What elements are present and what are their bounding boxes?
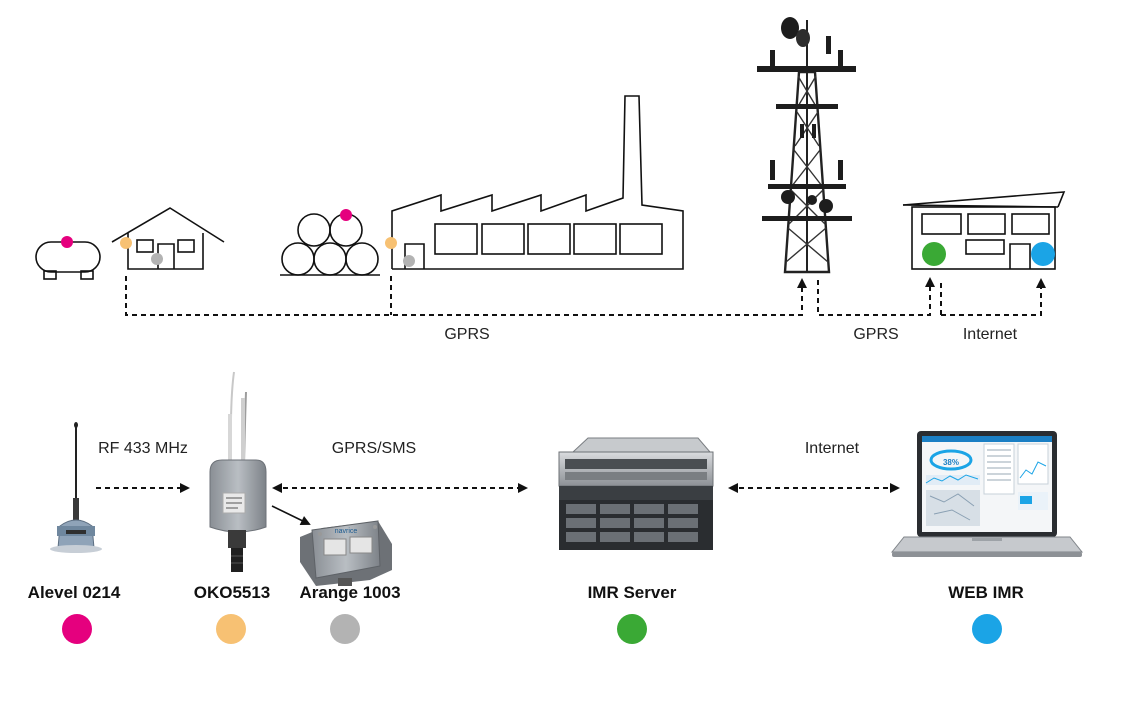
gprs-network-lines [125, 276, 1046, 316]
tank-stack-icon [280, 213, 380, 276]
gprs-label-main: GPRS [444, 326, 489, 343]
laptop-screen-percent: 38% [943, 458, 959, 467]
legend-dot-imr-server [617, 614, 647, 644]
legend-dot-oko [216, 614, 246, 644]
alevel-sensor-image [50, 422, 102, 553]
alevel-marker-stack [340, 209, 352, 221]
oko-marker-house [120, 237, 132, 249]
web-imr-marker [1031, 242, 1055, 266]
cell-tower-icon [757, 17, 856, 274]
web-imr-laptop-image: 38% [890, 431, 1084, 557]
legend-dot-web-imr [972, 614, 1002, 644]
device-name-imr-server: IMR Server [588, 583, 677, 602]
imr-server-marker [922, 242, 946, 266]
oko-to-arange-arrow [271, 505, 311, 525]
arange-device-image: navrice [300, 520, 392, 586]
device-name-alevel: Alevel 0214 [28, 583, 121, 602]
arange-marker-factory [403, 255, 415, 267]
device-name-oko: OKO5513 [194, 583, 271, 602]
imr-server-image [558, 437, 714, 550]
arange-brand-text: navrice [335, 528, 358, 535]
internet-label-top: Internet [963, 326, 1018, 343]
rf-label: RF 433 MHz [98, 440, 188, 457]
legend-dot-alevel [62, 614, 92, 644]
oko-marker-factory [385, 237, 397, 249]
device-name-web-imr: WEB IMR [948, 583, 1024, 602]
internet-label-bottom: Internet [805, 440, 860, 457]
gprs-label-tower: GPRS [853, 326, 898, 343]
gprs-sms-label: GPRS/SMS [332, 440, 416, 457]
device-name-arange: Arange 1003 [299, 583, 400, 602]
oko-device-image [209, 371, 267, 572]
legend-dot-arange [330, 614, 360, 644]
arange-marker-house [151, 253, 163, 265]
alevel-marker-tank [61, 236, 73, 248]
factory-icon [391, 95, 684, 270]
office-building-icon [902, 191, 1066, 270]
